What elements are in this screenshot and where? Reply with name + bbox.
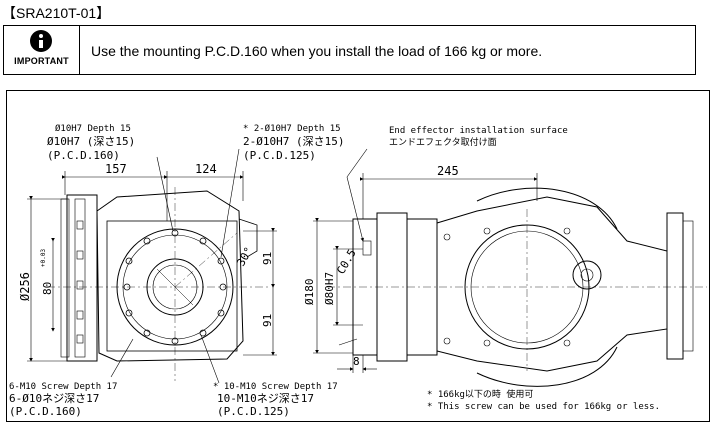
callout-rt-3: (P.C.D.125) xyxy=(243,149,316,162)
callout-lt-1: Ø10H7 Depth 15 xyxy=(55,123,131,134)
dim-256: Ø256 xyxy=(18,272,32,301)
dim-80-tol: +0.03 xyxy=(40,249,47,267)
dim-91-b: 91 xyxy=(261,314,274,327)
technical-drawing: Ø10H7 Depth 15 Ø10H7 (深さ15) (P.C.D.160) … xyxy=(6,90,710,422)
note-en: * This screw can be used for 166kg or le… xyxy=(427,402,660,412)
important-label: IMPORTANT xyxy=(14,56,69,66)
front-view xyxy=(47,187,269,381)
callout-lb-2: 6-Ø10ネジ深さ17 xyxy=(9,392,99,405)
drawing-canvas: Ø10H7 Depth 15 Ø10H7 (深さ15) (P.C.D.160) … xyxy=(9,123,707,418)
dim-180: Ø180 xyxy=(303,279,316,306)
end-effector-en: End effector installation surface xyxy=(389,126,568,136)
callout-mb-1: * 10-M10 Screw Depth 17 xyxy=(213,382,338,392)
dim-157: 157 xyxy=(105,162,127,176)
dim-c05: C0.5 xyxy=(334,247,359,276)
end-effector-jp: エンドエフェクタ取付け面 xyxy=(389,137,497,148)
callout-lb-1: 6-M10 Screw Depth 17 xyxy=(9,382,117,392)
important-badge: IMPORTANT xyxy=(4,26,80,74)
callout-mb-2: 10-M10ネジ深さ17 xyxy=(217,392,314,405)
dim-80: 80 xyxy=(41,282,54,295)
dim-91-a: 91 xyxy=(261,252,274,265)
dim-80h7: Ø80H7 xyxy=(323,272,336,305)
callout-mb-3: (P.C.D.125) xyxy=(217,405,290,418)
callout-rt-2: 2-Ø10H7 (深さ15) xyxy=(243,135,344,148)
side-view xyxy=(327,187,707,387)
dim-124: 124 xyxy=(195,162,217,176)
callout-lt-3: (P.C.D.160) xyxy=(47,149,120,162)
exclamation-icon xyxy=(30,30,52,52)
callout-rt-1: * 2-Ø10H7 Depth 15 xyxy=(243,123,341,134)
page-title: 【SRA210T-01】 xyxy=(2,5,111,21)
note-jp: * 166kg以下の時 使用可 xyxy=(427,388,533,400)
dim-30-deg: 30° xyxy=(234,245,255,269)
callout-lt-2: Ø10H7 (深さ15) xyxy=(47,135,135,148)
callout-lb-3: (P.C.D.160) xyxy=(9,405,82,418)
dim-8: 8 xyxy=(353,355,360,368)
dim-245: 245 xyxy=(437,164,459,178)
notice-message: Use the mounting P.C.D.160 when you inst… xyxy=(91,43,543,59)
important-notice: IMPORTANT Use the mounting P.C.D.160 whe… xyxy=(3,25,696,75)
